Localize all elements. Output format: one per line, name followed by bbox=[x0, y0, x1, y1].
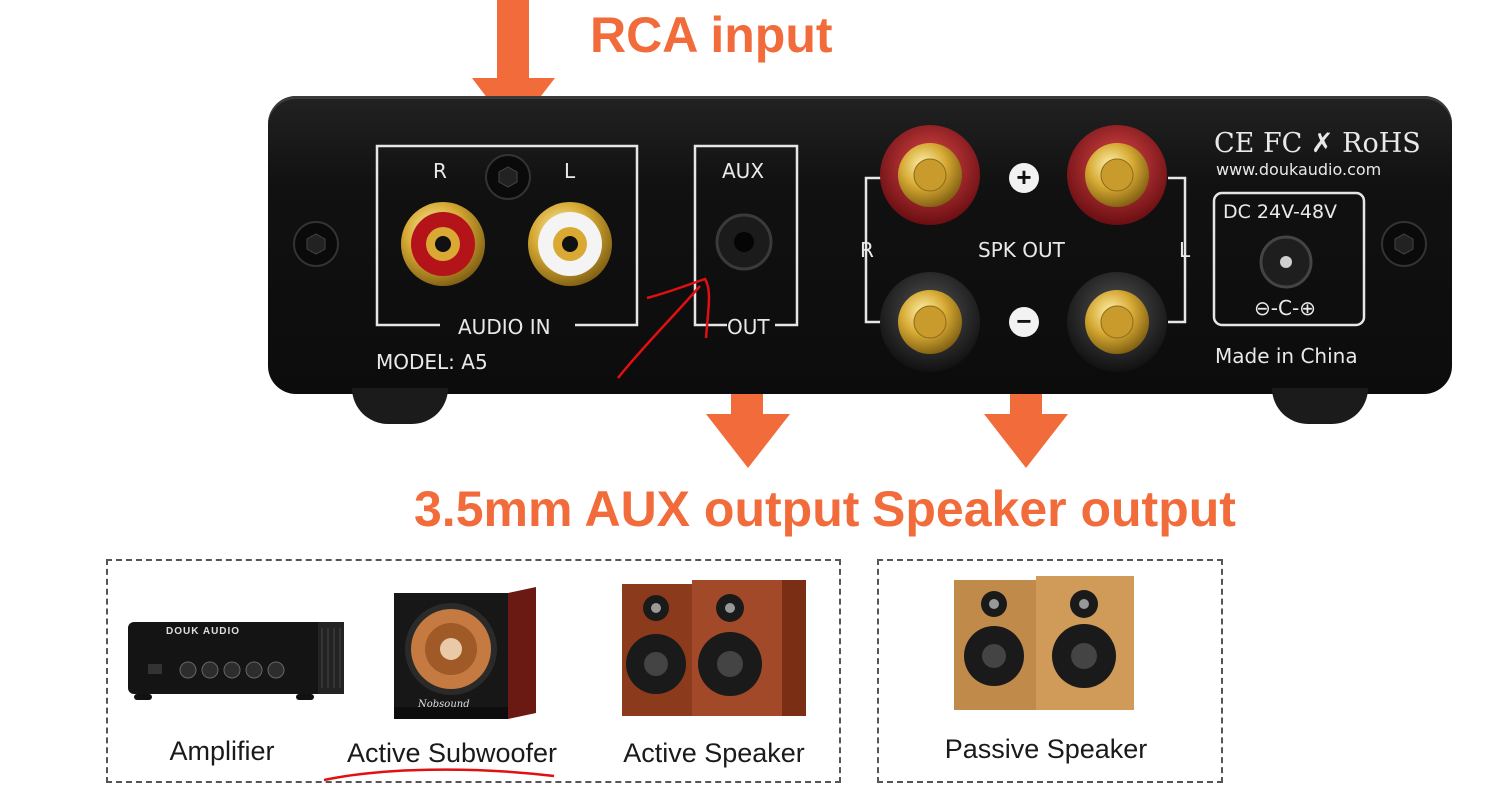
plus-label: + bbox=[1016, 162, 1032, 192]
spk-out-label: SPK OUT bbox=[978, 238, 1065, 262]
subwoofer-brand-label: Nobsound bbox=[418, 699, 470, 710]
audio-in-frame bbox=[375, 144, 639, 327]
active-speaker-caption: Active Speaker bbox=[623, 738, 805, 768]
spk-left-label: L bbox=[1179, 238, 1191, 262]
aux-jack-icon bbox=[715, 213, 773, 271]
aux-frame bbox=[693, 144, 799, 327]
passive-speaker-caption: Passive Speaker bbox=[944, 734, 1148, 764]
rca-jack-left-icon bbox=[528, 202, 612, 286]
rca-left-label: L bbox=[564, 159, 576, 183]
amplifier-caption: Amplifier bbox=[169, 736, 275, 766]
aux-output-title: 3.5mm AUX output bbox=[414, 481, 860, 537]
audio-in-label: AUDIO IN bbox=[458, 315, 551, 339]
aux-devices-box bbox=[106, 559, 841, 783]
speaker-devices-box bbox=[877, 559, 1223, 783]
model-label: MODEL: A5 bbox=[376, 350, 488, 374]
screw-icon bbox=[485, 154, 531, 200]
plus-circle bbox=[1009, 163, 1039, 193]
screw-icon bbox=[1381, 221, 1427, 267]
minus-label: − bbox=[1016, 306, 1032, 336]
subwoofer-caption: Active Subwoofer bbox=[346, 738, 558, 768]
made-in-label: Made in China bbox=[1215, 344, 1358, 368]
amplifier-image: DOUK AUDIO bbox=[128, 618, 344, 700]
dc-polarity-label: ⊖-C-⊕ bbox=[1254, 296, 1316, 320]
dc-jack-icon bbox=[1259, 235, 1313, 289]
rca-right-label: R bbox=[433, 159, 447, 183]
rca-input-title: RCA input bbox=[590, 7, 833, 63]
speaker-terminal-black-right-icon bbox=[880, 272, 980, 372]
speaker-terminal-black-left-icon bbox=[1067, 272, 1167, 372]
certifications-label: CE FC ✗ RoHS bbox=[1214, 128, 1421, 159]
speaker-terminal-red-right-icon bbox=[880, 125, 980, 225]
passive-speaker-image bbox=[954, 576, 1134, 710]
spk-right-label: R bbox=[860, 238, 874, 262]
out-label: OUT bbox=[727, 315, 770, 339]
screw-icon bbox=[293, 221, 339, 267]
website-label: www.doukaudio.com bbox=[1216, 160, 1382, 179]
amplifier-brand-label: DOUK AUDIO bbox=[166, 626, 241, 637]
minus-circle bbox=[1009, 307, 1039, 337]
annotation-underline bbox=[323, 768, 555, 782]
active-speaker-image bbox=[622, 580, 806, 716]
dc-frame bbox=[1212, 191, 1366, 327]
annotation-stroke bbox=[617, 285, 701, 379]
dc-voltage-label: DC 24V-48V bbox=[1223, 201, 1338, 223]
annotation-check-mark bbox=[646, 277, 711, 339]
speaker-terminal-red-left-icon bbox=[1067, 125, 1167, 225]
speaker-output-title: Speaker output bbox=[872, 481, 1236, 537]
aux-label: AUX bbox=[722, 159, 765, 183]
subwoofer-image: Nobsound bbox=[394, 587, 536, 721]
rca-jack-right-icon bbox=[401, 202, 485, 286]
